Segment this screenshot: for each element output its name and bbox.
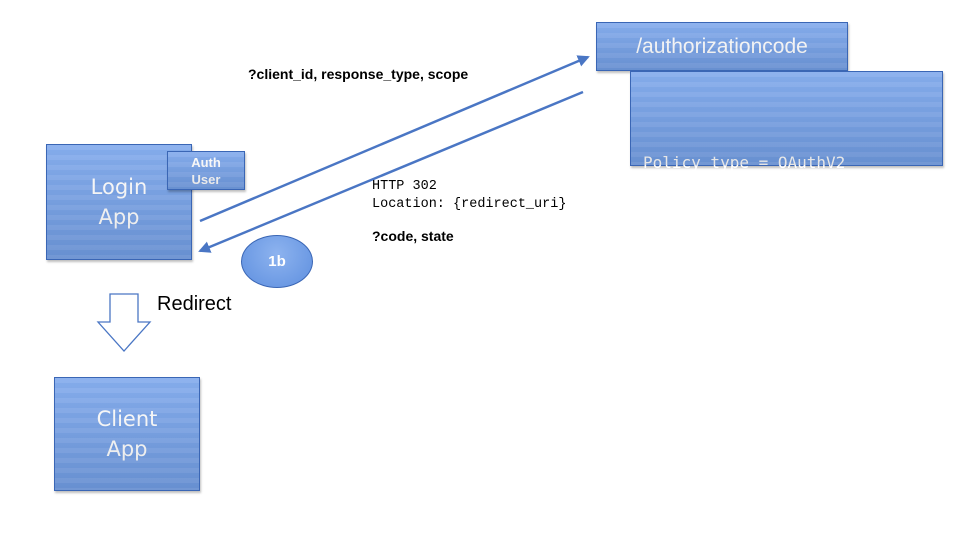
step-badge: 1b <box>241 235 313 288</box>
client-app-line1: Client <box>96 407 158 431</box>
auth-user-line2: User <box>191 171 221 187</box>
redirect-label: Redirect <box>157 293 232 315</box>
policy-line-1: Policy type = OAuthV2 <box>643 153 846 172</box>
redirect-down-arrow <box>96 293 152 352</box>
request-arrow <box>199 55 590 223</box>
request-params-label: ?client_id, response_type, scope <box>248 66 469 82</box>
policy-line-2: Operation = <box>643 219 749 238</box>
auth-user-line1: Auth <box>191 154 221 170</box>
authorizationcode-endpoint-box: /authorizationcode <box>596 22 848 71</box>
policy-line-3: GenerateAuthCode <box>643 285 798 304</box>
login-app-line1: Login <box>90 175 148 199</box>
policy-box: Policy type = OAuthV2 Operation = Genera… <box>630 71 943 304</box>
auth-user-box: Auth User <box>167 151 245 190</box>
client-app-line2: App <box>106 437 148 461</box>
http-response-label: HTTP 302 Location: {redirect_uri} <box>372 178 566 214</box>
http-location-line: Location: {redirect_uri} <box>372 197 567 212</box>
endpoint-label: /authorizationcode <box>636 34 808 58</box>
response-arrow <box>198 90 584 253</box>
http-status-line: HTTP 302 <box>372 179 437 194</box>
client-app-box: Client App <box>54 377 200 491</box>
login-app-line2: App <box>98 205 140 229</box>
step-badge-label: 1b <box>268 253 286 270</box>
response-params-label: ?code, state <box>372 228 454 244</box>
